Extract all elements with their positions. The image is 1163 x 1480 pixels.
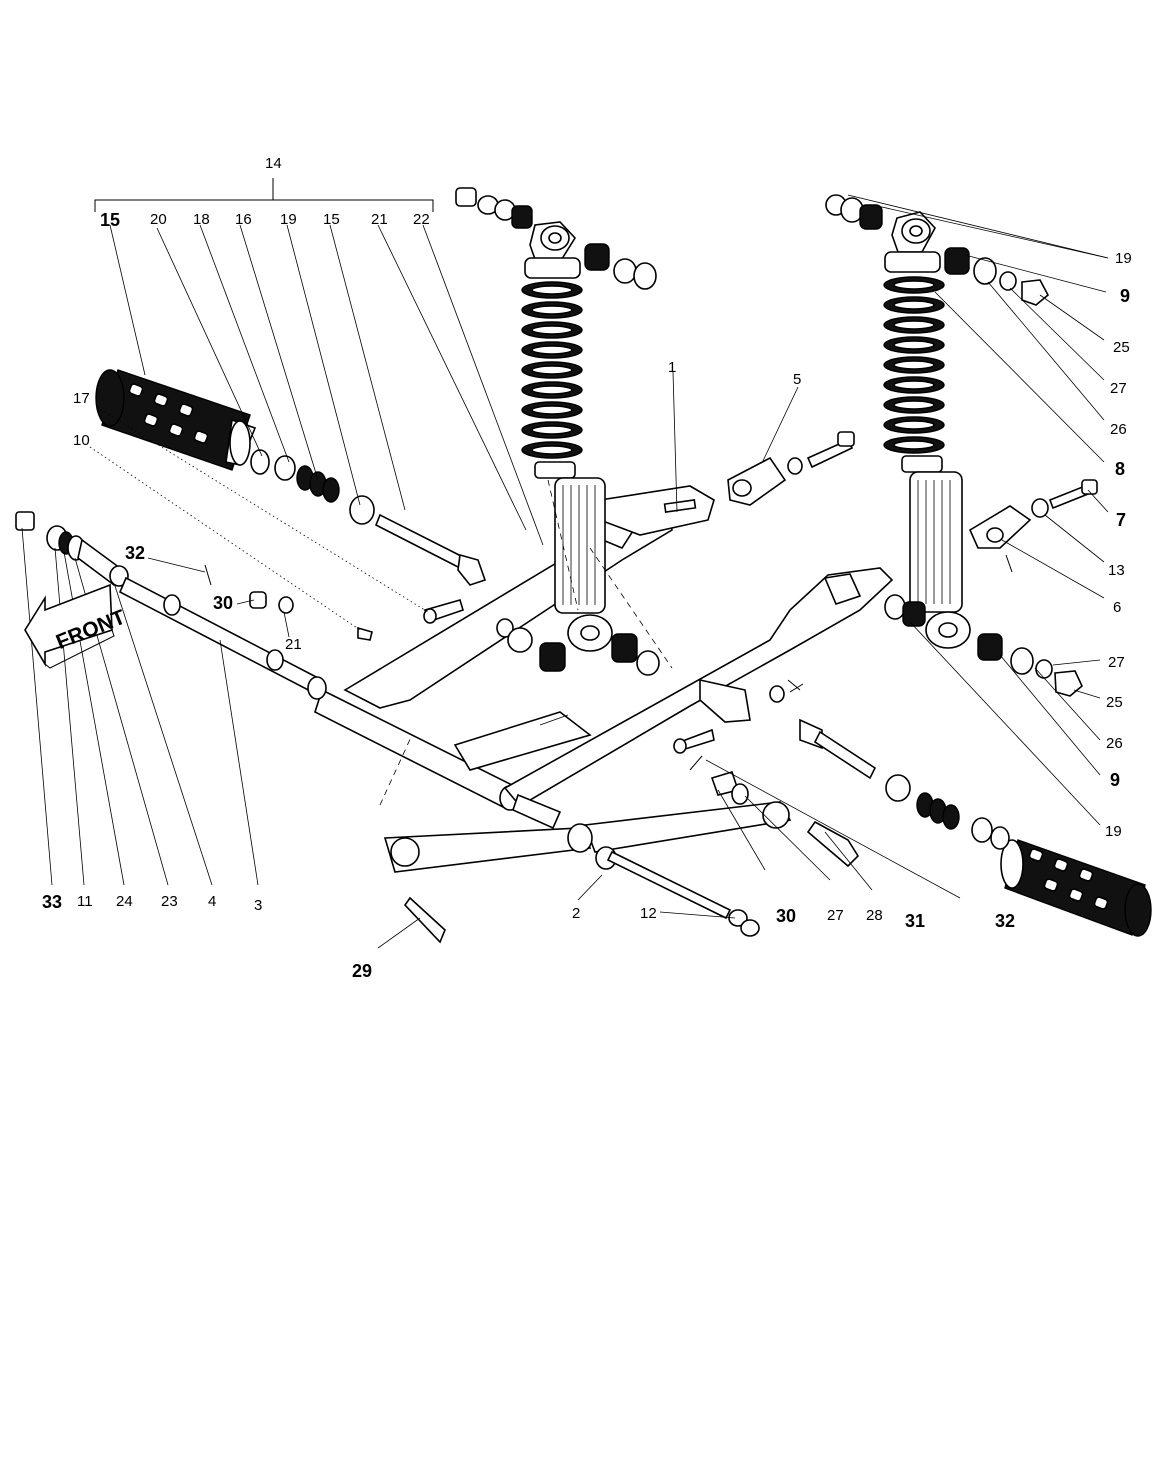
callout-26: 26 [1110, 421, 1127, 438]
callout-2: 2 [572, 905, 580, 922]
callout-29: 29 [352, 961, 372, 981]
callout-16: 16 [235, 211, 252, 228]
callout-1: 1 [668, 359, 676, 376]
callout-28: 28 [866, 907, 883, 924]
callout-17: 17 [73, 390, 90, 407]
callout-25: 25 [1106, 694, 1123, 711]
callout-26: 26 [1106, 735, 1123, 752]
callout-27: 27 [1108, 654, 1125, 671]
bottom-links [383, 728, 860, 944]
callout-9: 9 [1120, 286, 1130, 306]
group-14-bracket [94, 178, 434, 212]
callout-12: 12 [640, 905, 657, 922]
left-spring [521, 281, 583, 459]
right-footrest [1000, 839, 1152, 937]
callout-19: 19 [1105, 823, 1122, 840]
callout-14: 14 [265, 155, 282, 172]
callout-10: 10 [73, 432, 90, 449]
callout-11: 11 [77, 893, 93, 910]
left-shock-top-hardware [455, 187, 657, 290]
front-arrow-icon: FRONT [24, 583, 129, 669]
callout-25: 25 [1113, 339, 1130, 356]
bracket-5 [727, 431, 855, 506]
callout-4: 4 [208, 893, 216, 910]
callout-21: 21 [285, 636, 302, 653]
callout-30: 30 [213, 593, 233, 613]
callout-24: 24 [116, 893, 133, 910]
callout-5: 5 [793, 371, 801, 388]
callout-23: 23 [161, 893, 178, 910]
callout-19: 19 [1115, 250, 1132, 267]
left-footrest-hardware [250, 449, 487, 624]
callout-9: 9 [1110, 770, 1120, 790]
bracket-6 [968, 479, 1098, 573]
callout-32: 32 [125, 543, 145, 563]
right-shock-absorber [883, 211, 971, 649]
callout-32: 32 [995, 911, 1015, 931]
callout-27: 27 [827, 907, 844, 924]
callout-22: 22 [413, 211, 430, 228]
callout-19: 19 [280, 211, 297, 228]
callout-15: 15 [323, 211, 340, 228]
callout-18: 18 [193, 211, 210, 228]
callout-3: 3 [254, 897, 262, 914]
left-shock-absorber [521, 221, 613, 652]
callout-27: 27 [1110, 380, 1127, 397]
callout-20: 20 [150, 211, 167, 228]
right-spring [883, 276, 945, 454]
callout-labels: 14 15 20 18 16 19 15 21 22 17 10 32 30 2… [42, 155, 1132, 981]
left-footrest [95, 369, 257, 471]
right-shock-bottom-hardware [884, 594, 1083, 697]
callout-7: 7 [1116, 510, 1126, 530]
right-footrest-hardware [769, 679, 1010, 850]
left-shock-bottom-hardware [496, 618, 660, 676]
callout-31: 31 [905, 911, 925, 931]
callout-21: 21 [371, 211, 388, 228]
callout-30: 30 [776, 906, 796, 926]
callout-33: 33 [42, 892, 62, 912]
right-shock-top-hardware [825, 194, 1050, 306]
callout-13: 13 [1108, 562, 1125, 579]
callout-6: 6 [1113, 599, 1121, 616]
callout-15: 15 [100, 210, 120, 230]
callout-8: 8 [1115, 459, 1125, 479]
pivot-shaft [15, 511, 373, 700]
